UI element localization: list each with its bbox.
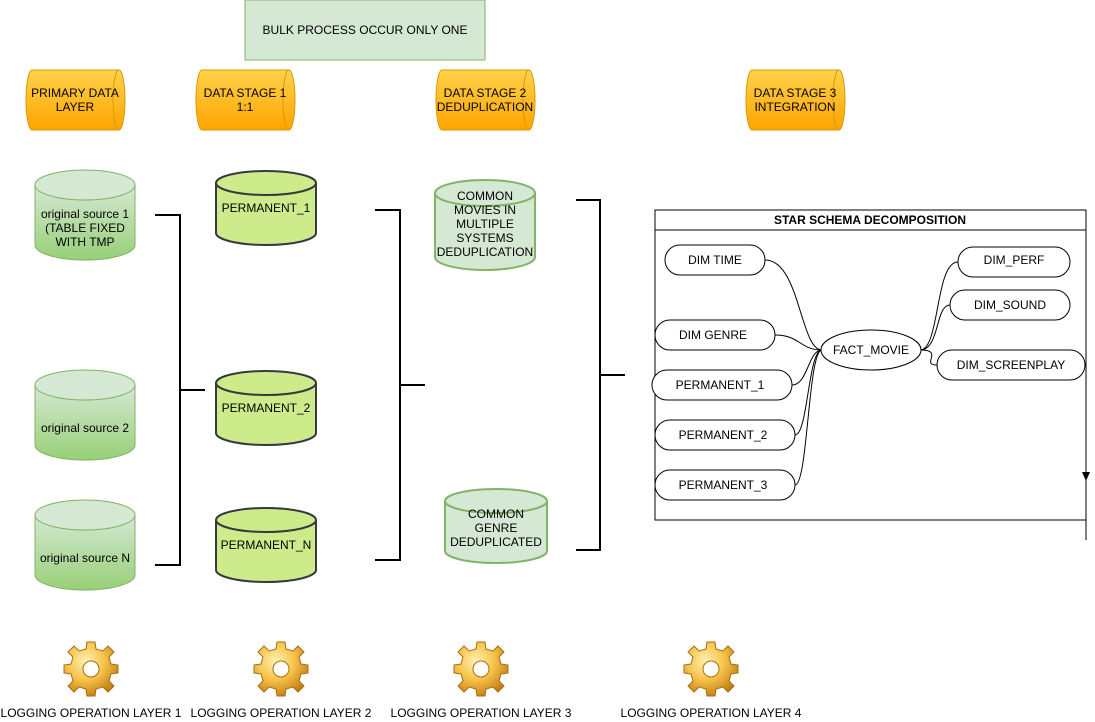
stage-header-line1: DATA STAGE 3 bbox=[754, 86, 837, 100]
node-label: DIM_SOUND bbox=[974, 298, 1046, 312]
stage-header-stage-2: DATA STAGE 2 DEDUPLICATION bbox=[435, 69, 536, 131]
source-label-line: original source N bbox=[40, 551, 130, 565]
banner-label: BULK PROCESS OCCUR ONLY ONE bbox=[263, 23, 468, 37]
node-label: PERMANENT_1 bbox=[676, 378, 765, 392]
permanent-label: PERMANENT_1 bbox=[222, 201, 311, 215]
dim-screenplay-node: DIM_SCREENPLAY bbox=[936, 349, 1086, 381]
original-source-2-cylinder: original source 2 bbox=[34, 369, 136, 461]
dedup-label-line: COMMON bbox=[457, 189, 513, 203]
logging-label-layer-2: LOGGING OPERATION LAYER 2 bbox=[191, 706, 372, 720]
dim-time-node: DIM TIME bbox=[664, 244, 766, 276]
permanent-2-cylinder: PERMANENT_2 bbox=[215, 370, 317, 446]
bracket-connector-2 bbox=[375, 209, 425, 561]
permanent-label: PERMANENT_N bbox=[221, 538, 312, 552]
source-label-line: WITH TMP bbox=[55, 235, 114, 249]
fact-movie-node: FACT_MOVIE bbox=[820, 329, 922, 371]
stage-header-line1: DATA STAGE 2 bbox=[444, 86, 527, 100]
dim-perf-node: DIM_PERF bbox=[957, 246, 1071, 278]
dedup-label-line: MULTIPLE bbox=[456, 217, 514, 231]
stage-header-line1: DATA STAGE 1 bbox=[204, 86, 287, 100]
dedup-label-line: MOVIES IN bbox=[454, 203, 516, 217]
permanent-label: PERMANENT_2 bbox=[222, 401, 311, 415]
gear-icon-layer-3 bbox=[453, 641, 509, 697]
stage-header-line1: PRIMARY DATA bbox=[31, 86, 119, 100]
stage-header-line2: DEDUPLICATION bbox=[437, 100, 533, 114]
logging-label-layer-1: LOGGING OPERATION LAYER 1 bbox=[1, 706, 182, 720]
gear-icon-layer-4 bbox=[683, 641, 739, 697]
original-source-1-cylinder: original source 1 (TABLE FIXED WITH TMP bbox=[34, 169, 136, 261]
original-source-n-cylinder: original source N bbox=[34, 499, 136, 591]
dedup-label-line: DEDUPLICATED bbox=[450, 535, 542, 549]
node-label: DIM GENRE bbox=[679, 328, 747, 342]
node-label: PERMANENT_3 bbox=[679, 478, 768, 492]
node-label: DIM_PERF bbox=[984, 253, 1045, 267]
dedup-label-line: SYSTEMS bbox=[456, 231, 513, 245]
node-label: DIM TIME bbox=[688, 253, 742, 267]
common-genre-dedup-cylinder: COMMON GENRE DEDUPLICATED bbox=[444, 488, 548, 564]
stage-header-line2: LAYER bbox=[56, 100, 95, 114]
permanent-3-node: PERMANENT_3 bbox=[654, 469, 796, 501]
star-schema-title: STAR SCHEMA DECOMPOSITION bbox=[774, 213, 966, 227]
fact-movie-label: FACT_MOVIE bbox=[833, 343, 909, 357]
stage-header-stage-1: DATA STAGE 1 1:1 bbox=[195, 69, 296, 131]
stage-header-stage-3: DATA STAGE 3 INTEGRATION bbox=[745, 69, 846, 131]
bracket-connector-1 bbox=[155, 214, 205, 566]
source-label-line: (TABLE FIXED bbox=[45, 221, 125, 235]
common-movies-dedup-cylinder: COMMON MOVIES IN MULTIPLE SYSTEMS DEDUPL… bbox=[434, 179, 536, 271]
dim-sound-node: DIM_SOUND bbox=[949, 289, 1071, 321]
dedup-label-line: COMMON bbox=[468, 507, 524, 521]
bulk-process-banner: BULK PROCESS OCCUR ONLY ONE bbox=[244, 0, 486, 61]
source-label-line: original source 1 bbox=[41, 207, 129, 221]
logging-label-layer-3: LOGGING OPERATION LAYER 3 bbox=[391, 706, 572, 720]
stage-header-line2: INTEGRATION bbox=[754, 100, 835, 114]
dim-genre-node: DIM GENRE bbox=[654, 319, 776, 351]
permanent-1-node: PERMANENT_1 bbox=[651, 369, 793, 401]
permanent-n-cylinder: PERMANENT_N bbox=[215, 507, 317, 583]
source-label-line: original source 2 bbox=[41, 421, 129, 435]
stage-header-line2: 1:1 bbox=[237, 100, 254, 114]
permanent-1-cylinder: PERMANENT_1 bbox=[215, 170, 317, 246]
dedup-label-line: GENRE bbox=[475, 521, 518, 535]
bracket-connector-3 bbox=[576, 199, 625, 551]
gear-icon-layer-2 bbox=[253, 641, 309, 697]
star-schema-edges bbox=[764, 259, 959, 486]
gear-icon-layer-1 bbox=[63, 641, 119, 697]
stage-header-primary: PRIMARY DATA LAYER bbox=[25, 69, 126, 131]
node-label: DIM_SCREENPLAY bbox=[957, 358, 1065, 372]
dedup-label-line: DEDUPLICATION bbox=[437, 245, 533, 259]
permanent-2-node: PERMANENT_2 bbox=[654, 419, 796, 451]
logging-label-layer-4: LOGGING OPERATION LAYER 4 bbox=[621, 706, 802, 720]
node-label: PERMANENT_2 bbox=[679, 428, 768, 442]
